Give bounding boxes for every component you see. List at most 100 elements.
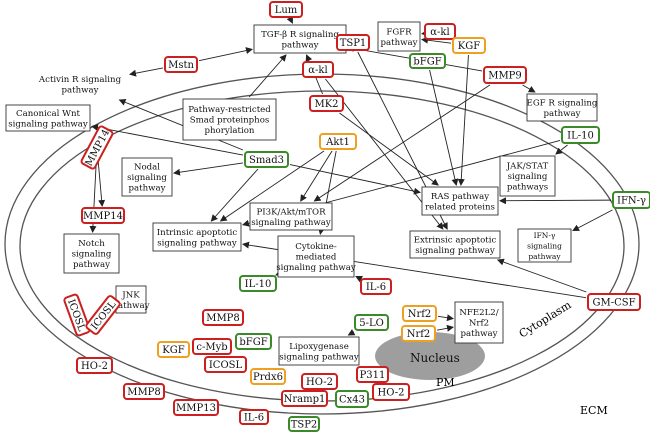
pathway-label-line: Pathway-restricted <box>188 105 271 115</box>
pathway-layer: TGF-β R signalingpathwayFGFRpathwayActiv… <box>5 21 598 366</box>
molecule-label: MMP8 <box>206 313 240 324</box>
molecule-tag-frame <box>409 53 446 69</box>
molecule-ho2-b: HO-2 <box>301 373 338 390</box>
arrow-smad3-to-wnt <box>91 124 244 156</box>
pathway-label-line: TGF-β R signaling <box>261 30 339 40</box>
pathway-label-line: Lipoxygenase <box>289 342 349 352</box>
pathway-label-line: Nrf2 <box>469 319 489 329</box>
arrow-nrf2-b-to-nfe2l2 <box>436 324 454 332</box>
molecule-mmp14: MMP14 <box>81 207 125 224</box>
pathway-label-line: signaling <box>127 173 167 183</box>
molecule-label: c-Myb <box>196 342 227 353</box>
pathway-label-line: pathway <box>129 184 166 194</box>
arrow-lum-to-tgfb <box>286 16 293 24</box>
molecule-nramp1: Nramp1 <box>281 390 328 407</box>
molecule-tag-frame <box>356 366 389 383</box>
pathway-label-line: pathway <box>528 252 561 261</box>
molecule-tag-frame <box>235 333 272 350</box>
molecule-label: ICOSL <box>209 360 243 371</box>
molecule-tag-frame <box>281 390 328 407</box>
pathway-box <box>526 93 598 122</box>
pathway-label-line: Activin R signaling <box>38 75 122 85</box>
molecule-tsp1: TSP1 <box>336 34 370 51</box>
molecule-icosl-rot2: ICOSL <box>85 295 121 335</box>
molecule-tag-frame <box>250 368 286 385</box>
molecule-label: IL-6 <box>244 413 264 424</box>
pathway-label-line: EGF R signaling <box>527 98 598 108</box>
pathway-label-line: pathway <box>282 40 319 50</box>
molecule-label: Akt1 <box>325 137 350 148</box>
molecule-tag-frame <box>452 37 486 54</box>
molecule-label: Mstn <box>168 60 194 71</box>
molecule-tag-frame <box>85 295 121 335</box>
molecule-label: α-kl <box>430 27 449 38</box>
molecule-mmp9: MMP9 <box>483 66 527 84</box>
arrow-mmp14-rot-to-mmp14 <box>97 156 106 207</box>
molecule-prdx6: Prdx6 <box>250 368 286 385</box>
molecule-label: IFN-γ <box>617 196 646 207</box>
molecule-tag-frame <box>123 383 165 400</box>
pathway-label-line: signaling pathway <box>157 238 237 248</box>
pathway-label-line: pathway <box>381 38 418 48</box>
pathway-label-line: PI3K/Akt/mTOR <box>256 207 326 217</box>
arrow-kgf-top-to-ras <box>457 54 469 186</box>
arrow-gmcsf-to-extrinsic <box>496 258 587 293</box>
pathway-label-line: Canonical Wnt <box>16 109 80 119</box>
pathway-box <box>115 285 147 314</box>
pathway-label-line: FGFR <box>386 27 412 37</box>
molecule-tag-frame <box>157 341 190 358</box>
pathway-label-line: pathway <box>73 260 110 270</box>
molecule-label: α-kl <box>308 65 327 76</box>
molecule-tag-frame <box>372 383 410 401</box>
arrow-il10-right-to-jakstat <box>555 144 568 155</box>
molecule-label: MK2 <box>314 99 338 110</box>
molecule-tag-frame <box>239 275 277 292</box>
arrow-ifn-to-ifnpath <box>572 209 613 232</box>
pathway-label-line: IFN-γ <box>534 231 556 240</box>
molecule-tag-frame <box>81 207 125 224</box>
molecule-tag-frame <box>202 309 244 326</box>
molecule-label: TSP1 <box>340 38 367 49</box>
molecule-cx43: Cx43 <box>335 390 369 408</box>
pathway-label-line: pathways <box>507 183 548 193</box>
molecule-label: MMP13 <box>176 403 216 414</box>
molecule-tag-frame <box>561 126 600 144</box>
pathway-label-line: signaling pathway <box>251 218 331 228</box>
molecule-tag-frame <box>302 61 334 78</box>
pathway-label-line: signaling <box>72 250 112 260</box>
molecule-label: TSP2 <box>291 420 318 431</box>
molecule-tag-frame <box>336 34 370 51</box>
pathway-label-line: signaling <box>527 242 562 251</box>
pathway-box <box>278 336 360 366</box>
molecule-tag-frame <box>76 357 113 374</box>
molecule-akt1: Akt1 <box>319 133 357 150</box>
arrow-nrf2-a-to-nfe2l2 <box>437 314 454 322</box>
pathway-label-line: signaling pathway <box>276 263 356 273</box>
nucleus-shape <box>375 332 485 380</box>
molecule-label: MMP9 <box>488 71 522 82</box>
molecule-tag-frame <box>63 293 91 337</box>
molecule-tag-frame <box>269 1 303 18</box>
arrow-lo5-to-lipox <box>347 329 356 336</box>
molecule-ho2-c: HO-2 <box>372 383 410 401</box>
molecule-il10-left: IL-10 <box>239 275 277 292</box>
molecule-label: MMP14 <box>83 211 123 222</box>
molecule-lo5: 5-LO <box>354 314 389 331</box>
pathway-label-line: Cytokine- <box>295 242 337 252</box>
arrow-smad3-to-intrinsic <box>210 168 259 222</box>
arrow-mstn-to-tgfb <box>198 47 253 62</box>
pathway-box <box>152 222 242 252</box>
pathway-label-line: mediated <box>296 253 337 263</box>
molecule-kgf-low: KGF <box>157 341 190 358</box>
molecule-tag-frame <box>612 191 650 209</box>
arrow-mmp9-to-egfr <box>522 84 536 93</box>
molecule-label: Prdx6 <box>253 372 283 383</box>
